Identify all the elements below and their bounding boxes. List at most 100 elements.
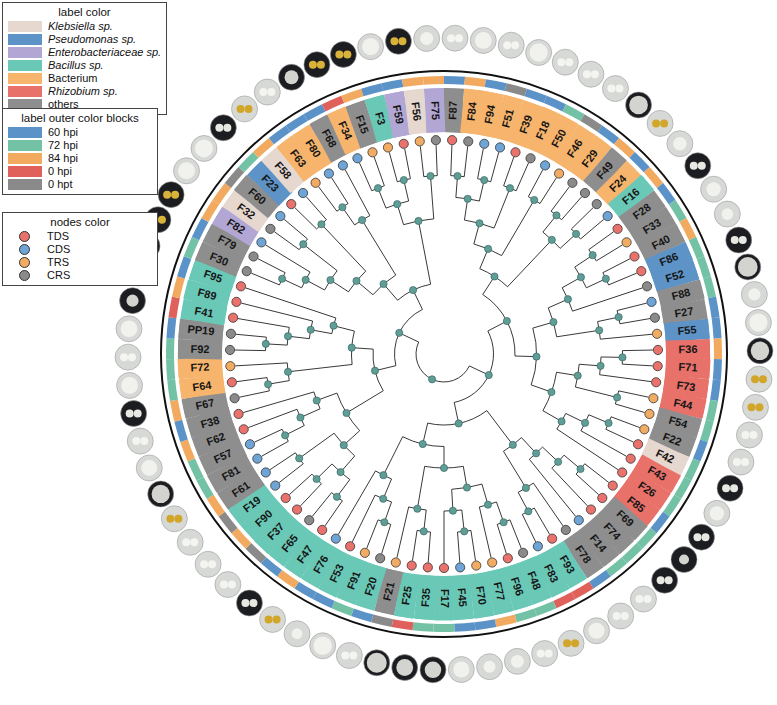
strain-id: F62 [205, 431, 227, 448]
branch [464, 146, 467, 176]
strain-id: F92 [190, 344, 209, 355]
colony [484, 661, 496, 673]
tip-node [653, 345, 662, 354]
tip-node [399, 139, 408, 148]
strain-id: F96 [509, 576, 525, 597]
time-block [697, 256, 711, 278]
colony [121, 377, 138, 394]
internal-node [353, 277, 360, 284]
legend-row: Pseudomonas sp. [8, 33, 161, 46]
colony [739, 236, 747, 244]
colony [583, 70, 591, 78]
colony [343, 50, 351, 58]
tip-node [495, 143, 504, 152]
branch [540, 178, 556, 204]
colony-photo [177, 529, 203, 555]
internal-node [455, 420, 462, 427]
internal-node [396, 329, 403, 336]
legend-swatch [8, 34, 42, 45]
branch [346, 391, 383, 413]
internal-node [589, 252, 596, 259]
time-block [464, 77, 486, 87]
branch [497, 524, 506, 553]
colony-photo [195, 551, 221, 577]
colony [759, 375, 767, 383]
branch [237, 378, 267, 382]
colony [690, 162, 698, 170]
tip-node [613, 224, 622, 233]
branch [374, 157, 384, 186]
branch [383, 437, 402, 475]
branch-arc [552, 455, 564, 468]
strain-id: F57 [212, 448, 234, 466]
internal-node [313, 397, 320, 404]
strain-id: F75 [429, 100, 441, 119]
branch-arc [334, 433, 355, 456]
colony [223, 124, 231, 132]
legend-text: TDS [47, 230, 69, 243]
colony-photo [470, 27, 496, 53]
internal-node [564, 296, 571, 303]
internal-node [427, 172, 434, 179]
branch-arc [529, 447, 542, 459]
tip-node [281, 493, 290, 502]
tip-node [580, 188, 589, 197]
internal-node [307, 326, 314, 333]
colony [140, 437, 148, 445]
internal-node [485, 371, 492, 378]
branch [258, 259, 285, 273]
colony [208, 560, 216, 568]
branch-arc [295, 453, 303, 464]
strain-id: F48 [526, 570, 543, 592]
legend-title: label color [8, 5, 161, 19]
internal-node [531, 196, 538, 203]
strain-id: F72 [191, 362, 211, 374]
tip-node [503, 554, 512, 563]
colony [621, 612, 629, 620]
branch [528, 170, 542, 197]
branch [417, 466, 424, 508]
legend-text: 0 hpt [48, 178, 72, 191]
legend-swatch [8, 127, 42, 138]
internal-node [420, 528, 427, 535]
time-block [166, 359, 175, 380]
branch [288, 364, 352, 371]
tip-node [271, 481, 280, 490]
tip-node [234, 409, 243, 418]
colony [267, 88, 275, 96]
internal-node [553, 212, 560, 219]
branch [436, 145, 437, 175]
tip-node [368, 148, 377, 157]
internal-node [602, 275, 609, 282]
internal-node [297, 414, 304, 421]
strain-id: F56 [410, 102, 423, 122]
tip-node [383, 143, 392, 152]
time-block [167, 380, 178, 402]
branch [419, 221, 431, 284]
strain-id: F84 [465, 102, 478, 122]
colony-photo [330, 41, 356, 67]
colony-photo [210, 115, 236, 141]
legend-swatch [8, 179, 42, 190]
colony-photo [532, 641, 558, 667]
branch-arc [480, 269, 508, 287]
colony-photo [254, 79, 280, 105]
branch-arc [398, 284, 431, 300]
legend-row: 0 hpi [8, 165, 152, 178]
branch [603, 259, 630, 273]
legend-row: 84 hpi [8, 152, 152, 165]
strain-id: F52 [665, 269, 686, 285]
time-block [475, 619, 497, 630]
tip-node [456, 563, 465, 572]
colony [215, 124, 223, 132]
time-block [172, 276, 185, 298]
branch [412, 530, 417, 560]
colony [126, 410, 134, 418]
branch-arc [416, 342, 469, 382]
branch [557, 429, 618, 470]
internal-node [577, 465, 584, 472]
branch-arc [571, 229, 580, 239]
branch-arc [314, 392, 320, 409]
colony-photo [310, 633, 336, 659]
tip-node [518, 548, 527, 557]
